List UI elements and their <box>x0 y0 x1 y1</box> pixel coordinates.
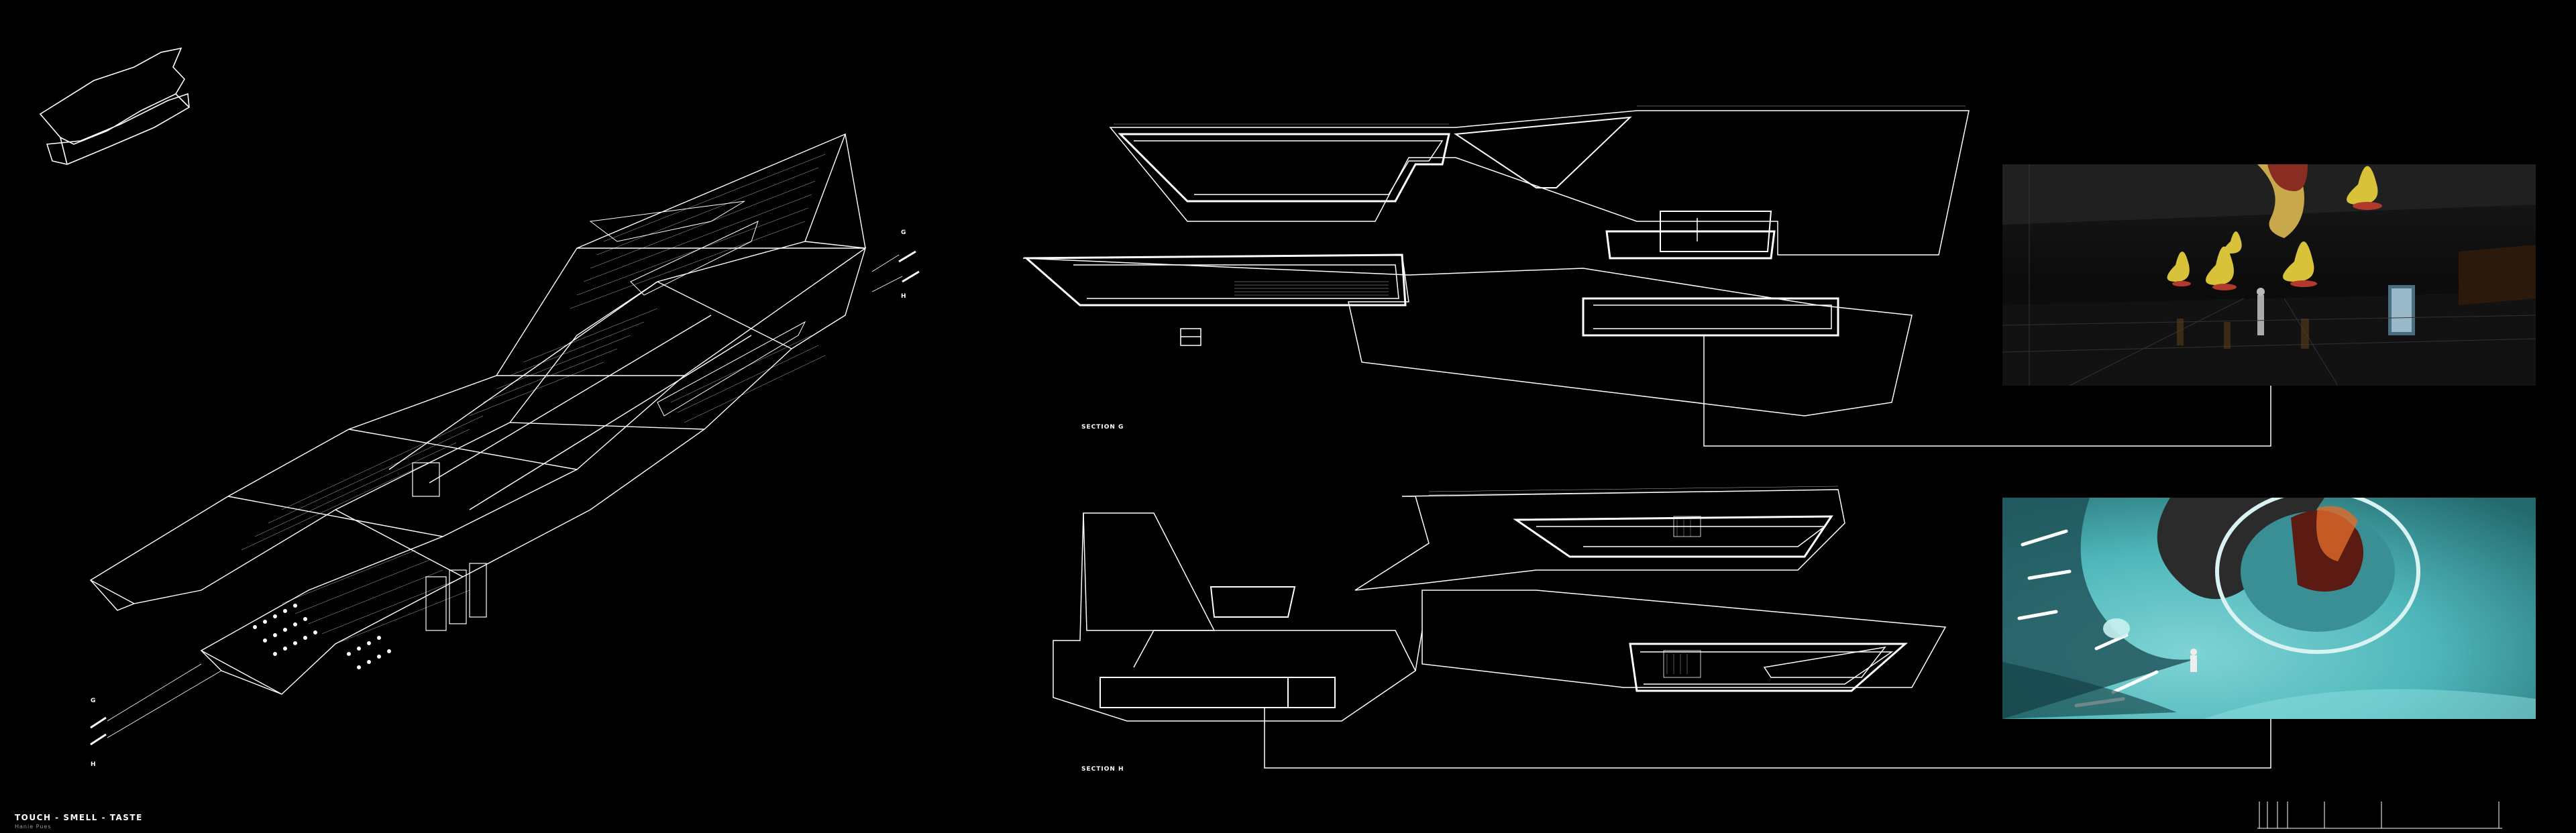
cut-line-bottom <box>90 716 107 746</box>
cut-marker-g-bottom: G <box>91 698 97 704</box>
cut-marker-h-bottom: H <box>91 761 97 768</box>
section-g-label: SECTION G <box>1081 424 1124 431</box>
key-plan-thumbnail <box>39 47 190 165</box>
seating-rows <box>253 604 391 669</box>
cut-marker-g-top: G <box>901 229 907 236</box>
section-h-hatching <box>1428 486 1839 674</box>
axonometric-hatching <box>241 154 826 645</box>
cut-marker-h-top: H <box>901 293 907 300</box>
cut-line-top <box>898 250 920 283</box>
section-h-label: SECTION H <box>1081 766 1124 773</box>
stair-blocks <box>412 462 487 631</box>
section-h-drawing <box>1053 489 2271 769</box>
section-g-hatching <box>1114 105 1966 296</box>
page-subtitle: Hanie Pues <box>15 824 52 830</box>
axonometric-drawing <box>89 133 867 695</box>
page-title: TOUCH - SMELL - TASTE <box>15 813 143 822</box>
render-teal-interior <box>2002 498 2536 719</box>
section-g-drawing <box>1022 110 2271 447</box>
cut-extension-lines <box>107 254 903 738</box>
render-dark-gallery <box>2002 164 2536 386</box>
scale-bar <box>2257 801 2502 829</box>
